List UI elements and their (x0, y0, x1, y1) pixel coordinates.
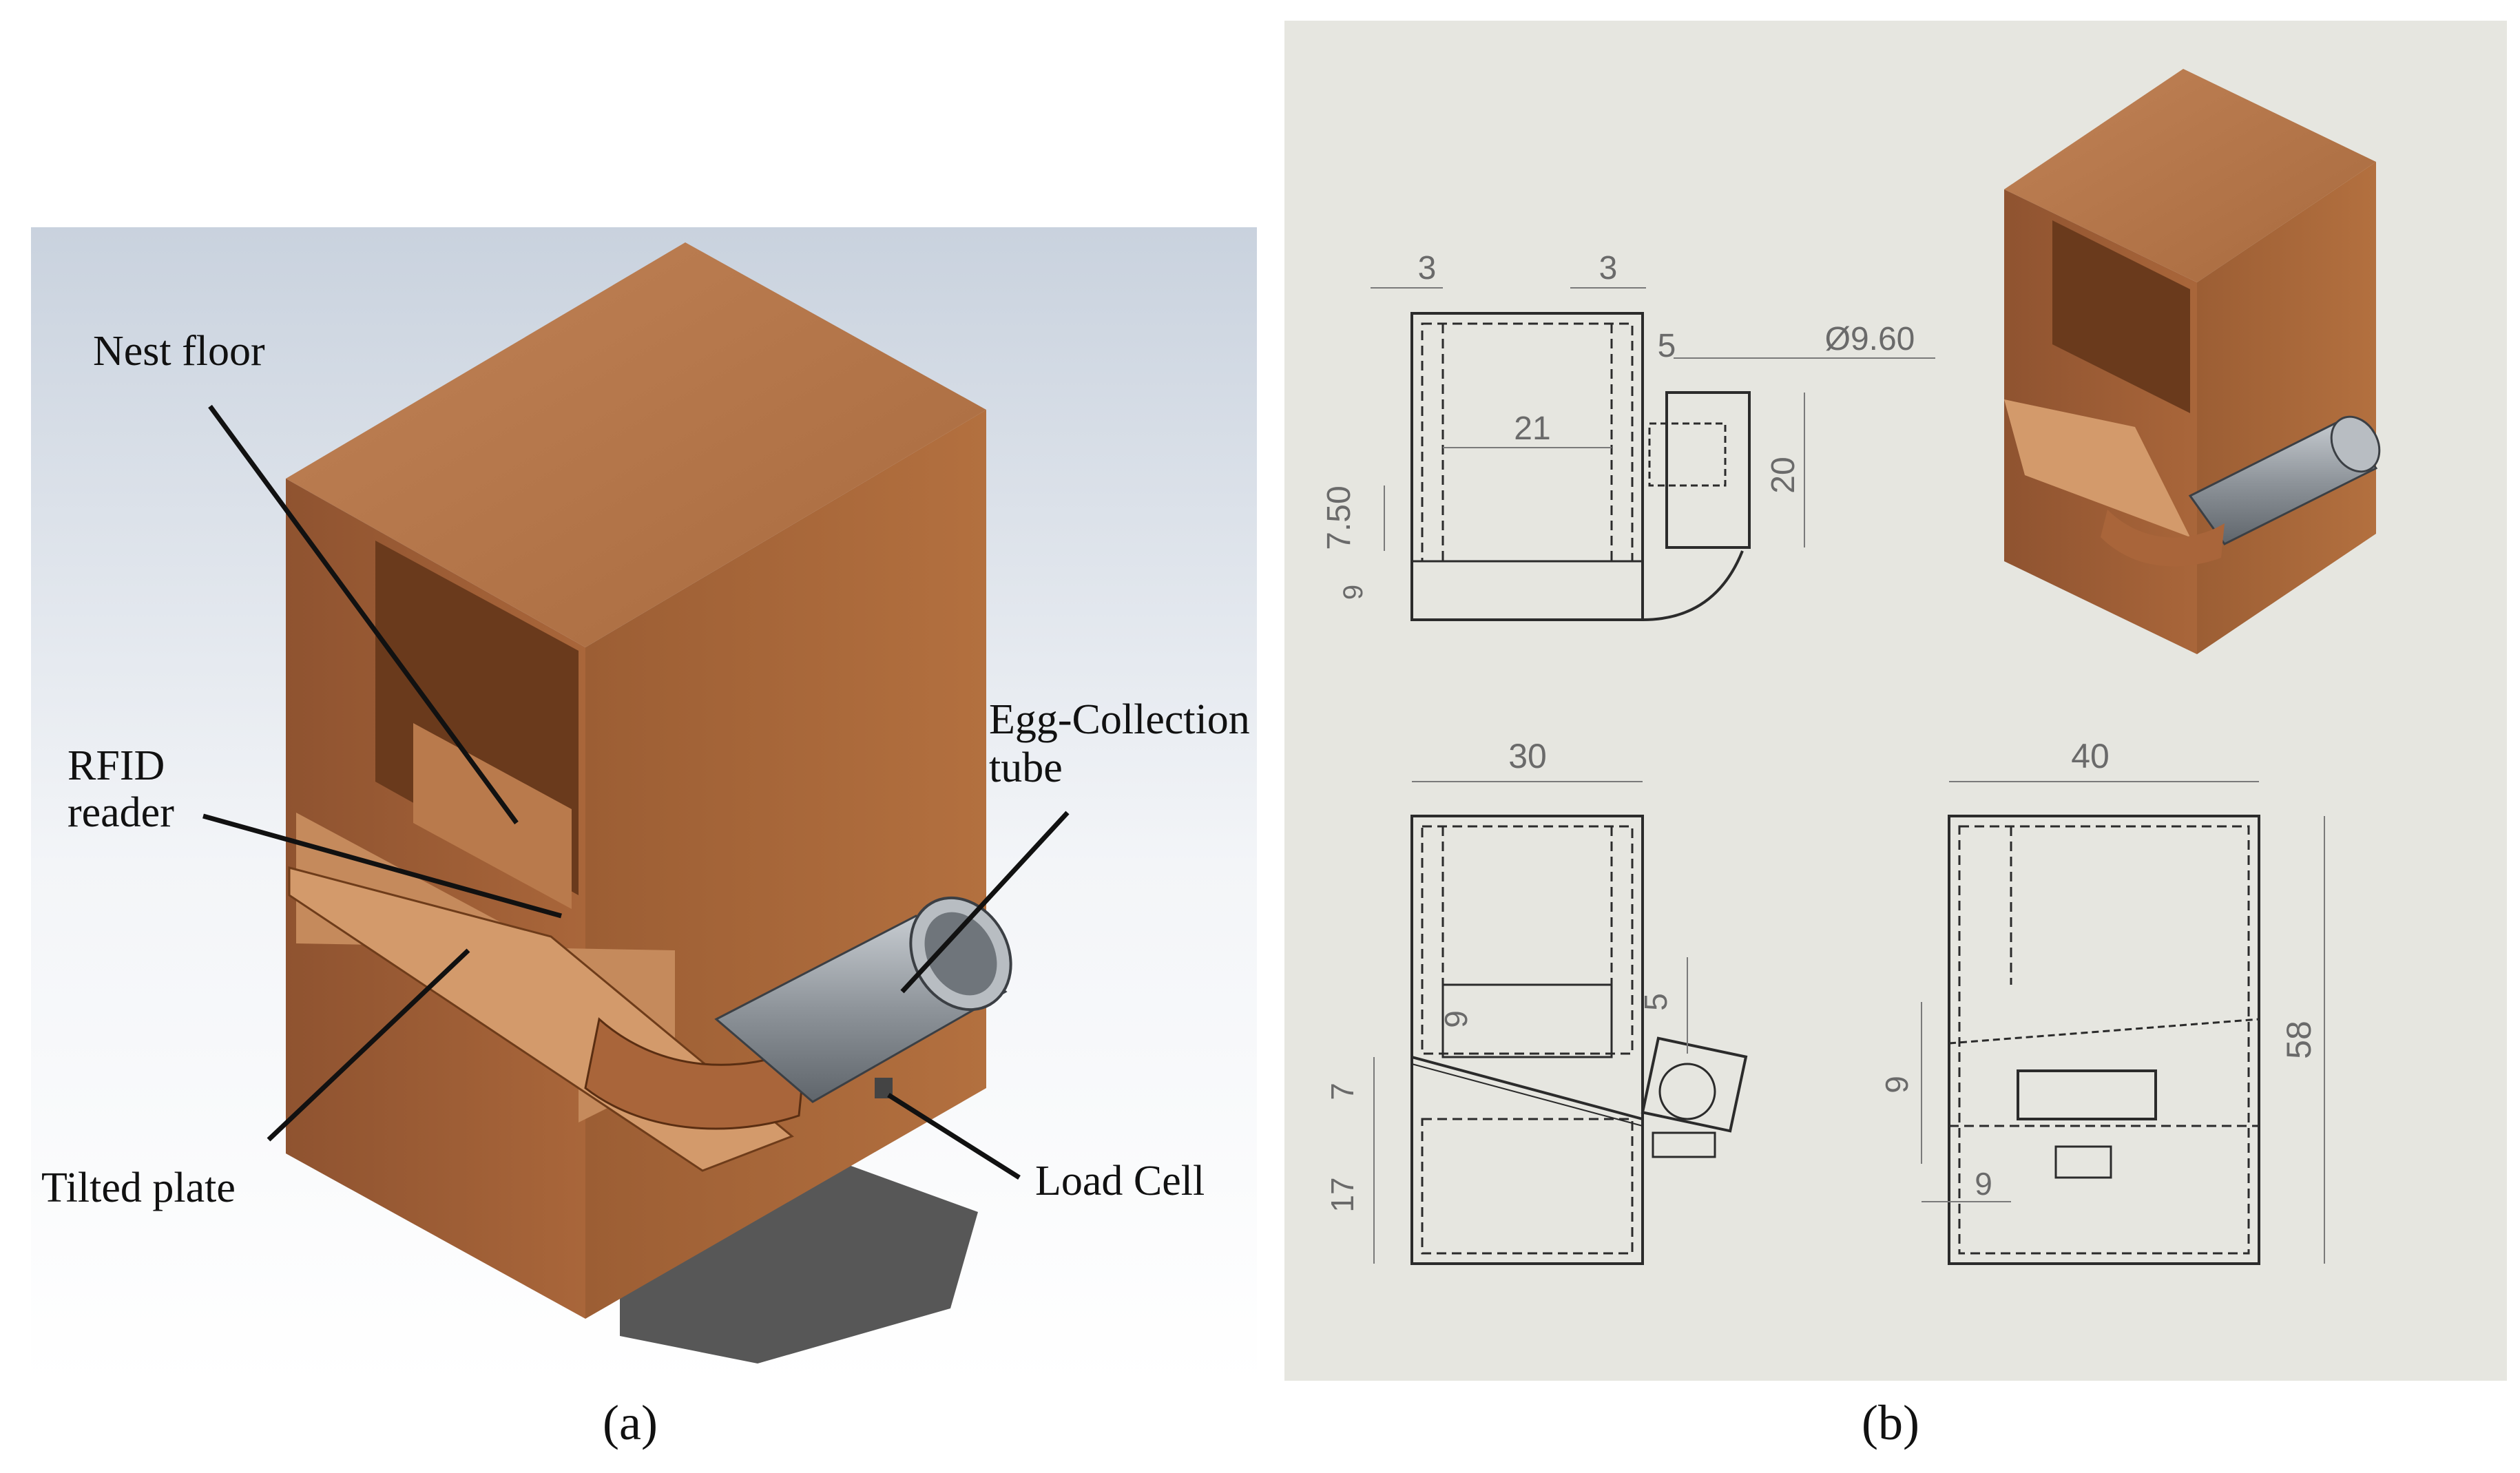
top-view-tube-curve (1642, 550, 1744, 621)
front-view-tilted-plate-2 (1411, 1063, 1643, 1127)
front-view-inner-upper (1421, 825, 1634, 1055)
iso-plate (2004, 399, 2190, 537)
leader-rfid-reader (202, 813, 562, 919)
side-view (1948, 815, 2260, 1265)
top-view (1410, 312, 1751, 621)
dim-9-side: 9 (1879, 1076, 1915, 1094)
label-nest-floor: Nest floor (93, 328, 265, 375)
dim-7-50: 7.50 (1321, 485, 1357, 550)
label-egg-line2: tube (989, 744, 1063, 791)
side-view-inner (1958, 825, 2250, 1255)
front-view-dimension-lines (1373, 781, 1688, 1264)
dim-3-right: 3 (1599, 250, 1618, 286)
dim-5-front: 5 (1638, 993, 1674, 1011)
iso-chute (2101, 510, 2225, 567)
label-rfid-line2: reader (67, 789, 174, 836)
isometric-render (2004, 69, 2381, 654)
front-view-tilted-plate (1411, 1056, 1643, 1120)
dim-9-small: 9 (1338, 585, 1368, 600)
dim-21: 21 (1514, 410, 1550, 447)
front-view-drawer (1441, 983, 1613, 1058)
front-view (1410, 815, 1748, 1265)
side-view-outline (1948, 815, 2260, 1265)
iso-top-face (2004, 69, 2376, 282)
dim-9-bottom: 9 (1975, 1166, 1992, 1202)
side-view-plate (1948, 1018, 2260, 1045)
label-rfid-line1: RFID (67, 742, 165, 789)
panel-b: 3 3 5 Ø9.60 21 20 7.50 9 30 9 (1284, 21, 2507, 1450)
leader-lines (202, 404, 1070, 1180)
caption-a: (a) (603, 1395, 658, 1450)
label-tilted-plate: Tilted plate (41, 1164, 236, 1211)
leader-egg-tube (900, 811, 1070, 994)
dim-9-front: 9 (1438, 1010, 1474, 1028)
iso-tube-mouth (2330, 415, 2381, 473)
side-view-load-cell (2054, 1145, 2112, 1179)
front-view-tube (1641, 1036, 1748, 1133)
iso-cavity (2052, 220, 2190, 413)
dim-3-left: 3 (1418, 250, 1437, 286)
dim-58: 58 (2280, 1021, 2318, 1059)
box-top-face (286, 242, 986, 647)
curved-chute (584, 1017, 807, 1130)
label-load-cell: Load Cell (1035, 1158, 1205, 1204)
top-view-load-cell (1648, 422, 1727, 487)
leader-nest-floor (208, 404, 519, 825)
dim-17: 17 (1324, 1177, 1360, 1212)
top-view-tube-box (1665, 391, 1751, 549)
front-view-outline (1410, 815, 1644, 1265)
front-view-tube-circle (1658, 1063, 1716, 1120)
iso-tube (2188, 419, 2378, 545)
side-view-tube (2017, 1069, 2157, 1120)
nest-inner-wall (413, 723, 572, 909)
front-view-load-cell (1652, 1131, 1716, 1158)
label-egg-line1: Egg-Collection (989, 696, 1250, 743)
caption-b: (b) (1862, 1395, 1919, 1450)
top-view-dimension-lines (1371, 287, 1935, 551)
dim-20: 20 (1765, 457, 1802, 493)
top-view-outline (1410, 312, 1644, 621)
dim-5-top: 5 (1658, 328, 1676, 364)
leader-tilted-plate (267, 948, 470, 1142)
dim-40: 40 (2071, 737, 2110, 775)
side-view-dimension-lines (1921, 781, 2325, 1264)
panel-a: Nest floor RFID reader Egg-Collection tu… (31, 227, 1257, 1450)
dim-diameter: Ø9.60 (1825, 321, 1915, 357)
egg-collection-tube-inner (924, 912, 997, 996)
dim-30: 30 (1508, 737, 1547, 775)
leader-load-cell (887, 1093, 1021, 1180)
dim-7: 7 (1324, 1083, 1360, 1100)
front-view-inner-lower (1421, 1118, 1634, 1255)
